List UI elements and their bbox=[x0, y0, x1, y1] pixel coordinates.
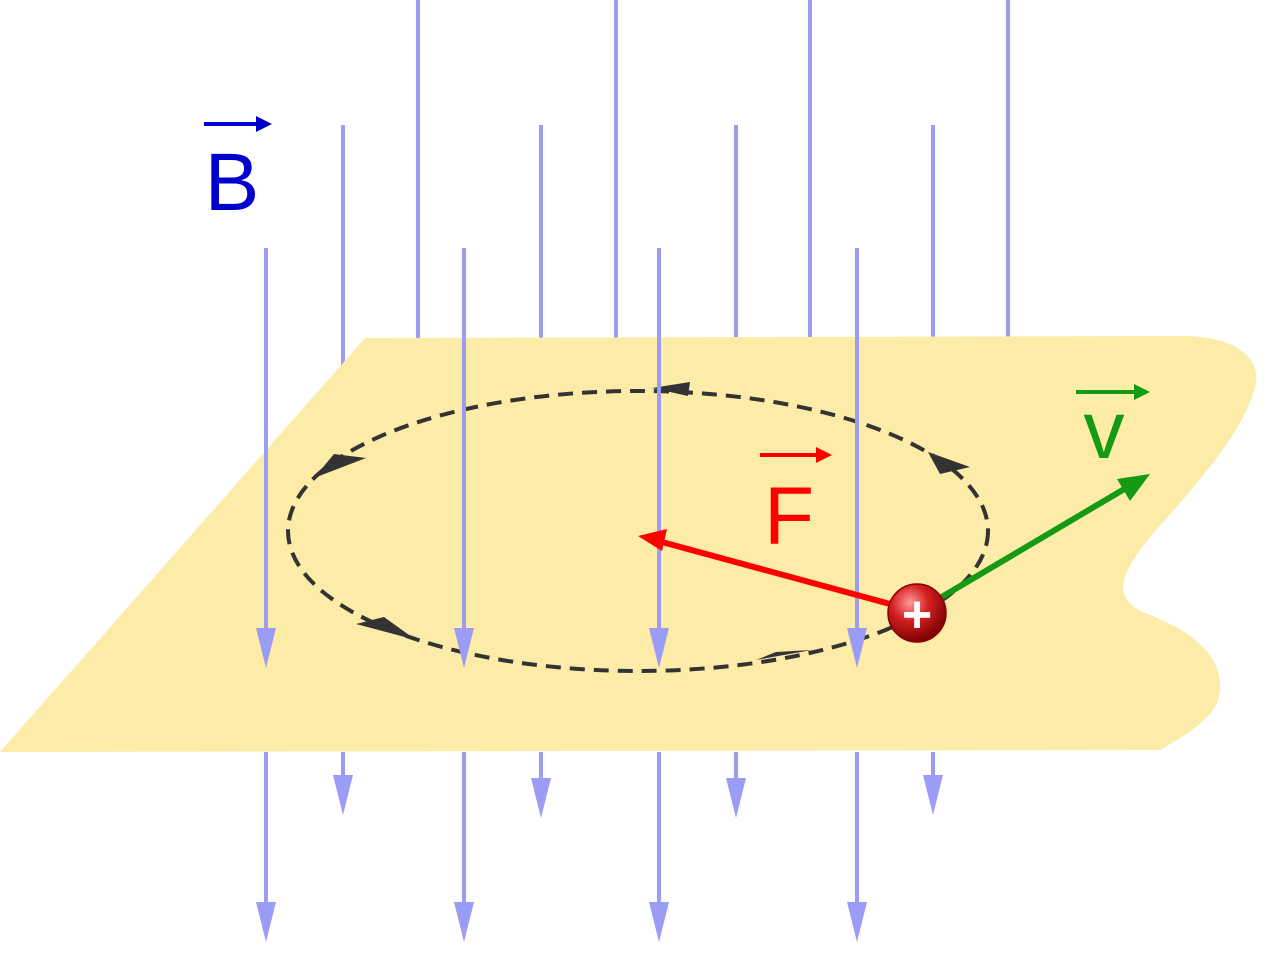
charge-sphere bbox=[887, 583, 947, 643]
velocity-arrow-head bbox=[1117, 474, 1150, 501]
field-line-arrowhead bbox=[847, 902, 867, 942]
force-arrow-shaft bbox=[659, 539, 893, 607]
positive-charge: + bbox=[887, 583, 947, 644]
velocity-arrow-shaft bbox=[937, 485, 1129, 601]
velocity-label: v bbox=[1076, 384, 1150, 476]
v-vector-arrow-icon bbox=[1076, 384, 1150, 400]
field-line-arrowhead bbox=[649, 628, 669, 668]
orbit-arrow-bottom-left bbox=[356, 617, 416, 640]
field-line-arrowhead bbox=[847, 628, 867, 668]
orbit-arrow-bottom-right bbox=[756, 650, 812, 660]
force-label: F bbox=[760, 447, 832, 562]
f-vector-arrow-icon bbox=[760, 447, 832, 463]
orbit-direction-arrows bbox=[314, 382, 970, 660]
plane-surface bbox=[0, 336, 1257, 752]
v-label-text: v bbox=[1084, 385, 1125, 476]
orbit-arrow-right bbox=[928, 452, 970, 474]
field-line-arrowhead bbox=[333, 775, 353, 815]
force-arrow-head bbox=[638, 529, 667, 551]
field-line-arrowhead bbox=[923, 775, 943, 815]
circular-orbit-path bbox=[286, 389, 990, 673]
orbit-arrow-top bbox=[652, 382, 690, 396]
field-line-arrowhead bbox=[649, 902, 669, 942]
b-vector-arrow-icon bbox=[204, 116, 272, 132]
charge-sign: + bbox=[902, 586, 932, 644]
f-label-text: F bbox=[764, 471, 814, 562]
orbit-arrow-top-left bbox=[314, 454, 366, 478]
field-line-arrowhead bbox=[531, 778, 551, 818]
field-line-arrowhead bbox=[454, 902, 474, 942]
field-lines-on-plane bbox=[256, 248, 867, 668]
field-line-arrowhead bbox=[256, 628, 276, 668]
field-line-arrowhead bbox=[454, 628, 474, 668]
field-line-arrowhead bbox=[726, 778, 746, 818]
magnetic-field-label: B bbox=[204, 116, 272, 228]
field-line-arrowhead bbox=[256, 902, 276, 942]
b-label-text: B bbox=[205, 137, 260, 228]
